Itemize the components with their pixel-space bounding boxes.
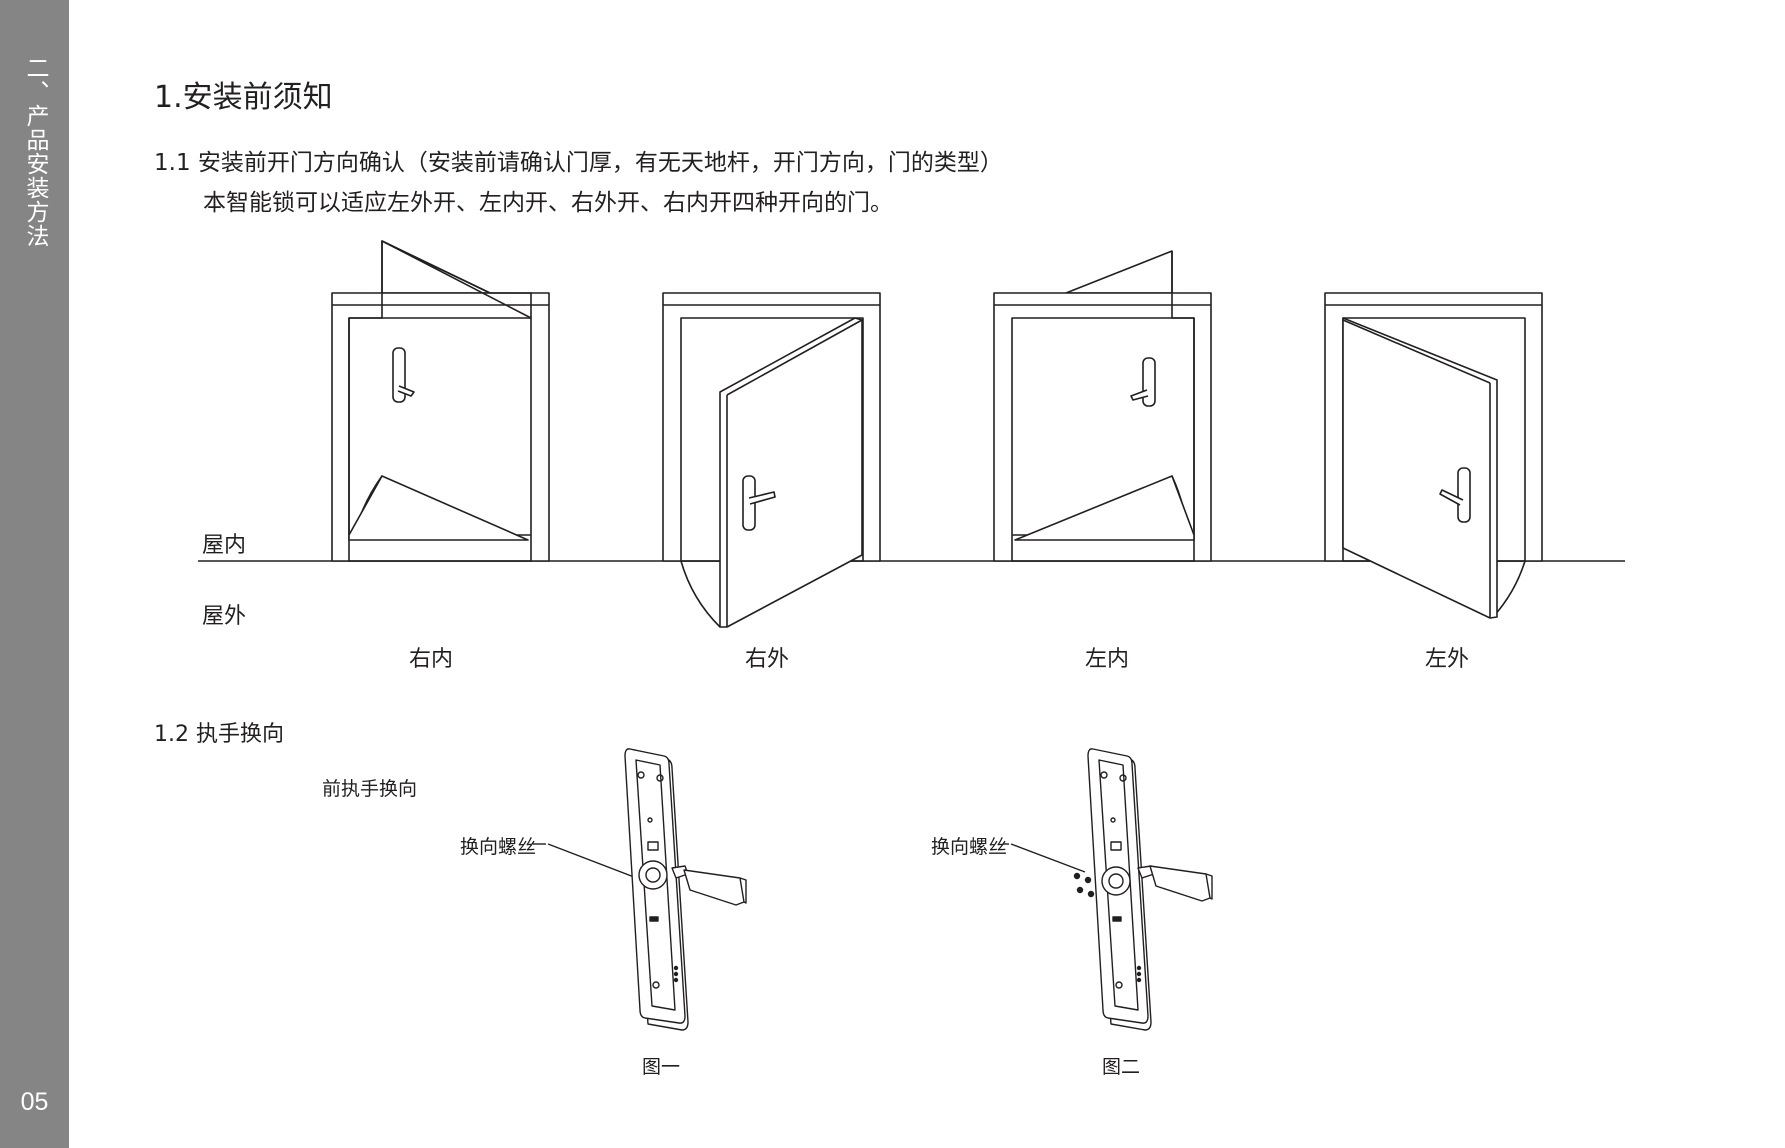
section-title: 二、产品安装方法: [22, 56, 48, 248]
door-right-outward: [662, 292, 881, 628]
outdoor-label: 屋外: [202, 604, 247, 629]
subsection-title-1-1: 1.1 安装前开门方向确认（安装前请确认门厚，有无天地杆，开门方向，门的类型）: [154, 150, 1003, 176]
screw-label-2: 换向螺丝: [931, 836, 1008, 858]
front-handle-label: 前执手换向: [322, 778, 418, 800]
figure-1-caption: 图一: [642, 1056, 681, 1078]
page-number: 05: [20, 1088, 49, 1116]
sidebar: 二、产品安装方法 05: [0, 0, 69, 1148]
lock-figure-1: [533, 748, 747, 1031]
door-left-inward: [993, 250, 1212, 562]
figure-2-caption: 图二: [1102, 1056, 1141, 1078]
door-type-label: 右外: [745, 647, 790, 672]
page-heading: 1.安装前须知: [154, 80, 333, 115]
door-type-label: 右内: [409, 647, 454, 672]
indoor-label: 屋内: [202, 533, 247, 558]
door-right-inward: [331, 240, 550, 562]
lock-figure-2: [1003, 748, 1213, 1031]
subsection-title-1-2: 1.2 执手换向: [154, 722, 284, 747]
door-type-label: 左外: [1425, 647, 1470, 672]
door-left-outward: [1324, 292, 1543, 619]
door-compat-text: 本智能锁可以适应左外开、左内开、右外开、右内开四种开向的门。: [203, 190, 893, 216]
screw-label-1: 换向螺丝: [460, 836, 537, 858]
door-type-label: 左内: [1085, 647, 1130, 672]
